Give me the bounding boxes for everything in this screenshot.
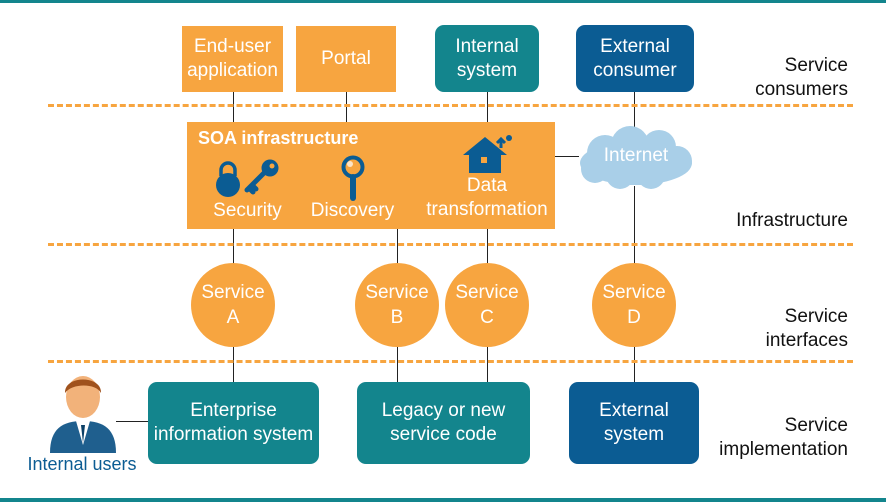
portal-box: Portal [296,26,396,92]
service-c-line1: Service [455,282,519,303]
security-label: Security [213,200,282,221]
legacy-service-code-box: Legacy or new service code [357,382,530,464]
connector-external-internet [634,92,635,132]
connector-servicec-legacy [487,347,488,383]
connector-enduser-infra [233,92,234,122]
layer-interfaces-line1: Service [784,306,848,327]
lock-icon [216,161,240,197]
connector-internal-infra [487,92,488,122]
end-user-application-box: End-user application [182,26,283,92]
external-consumer-line2: consumer [593,59,677,81]
soa-infrastructure-title: SOA infrastructure [198,128,359,148]
service-c-line2: C [480,307,494,328]
top-border [0,0,886,3]
connector-portal-infra [346,92,347,122]
soa-infrastructure-box [187,122,555,229]
enterprise-information-system-box: Enterprise information system [148,382,319,464]
layer-interfaces-line2: interfaces [765,330,848,351]
data-transformation-line2: transformation [426,199,548,220]
service-c-circle: Service C [445,263,529,347]
service-d-line2: D [627,307,641,328]
internal-system-line2: system [456,59,518,81]
service-d-line1: Service [602,282,666,303]
end-user-app-line1: End-user [193,36,272,57]
layer-consumers-line1: Service [784,55,848,76]
internal-users-label: Internal users [27,454,137,474]
connector-serviceb-legacy [397,347,398,383]
connector-infra-serviceb [397,229,398,265]
legacy-line1: Legacy or new [381,400,506,421]
enterprise-line2: information system [153,424,314,445]
connector-users-enterprise [116,421,148,422]
portal-label: Portal [321,48,371,69]
layer-implementation-line2: implementation [719,439,848,460]
magnifier-icon [341,155,365,201]
end-user-app-line2: application [187,60,278,81]
service-b-circle: Service B [355,263,439,347]
layer-label-infrastructure: Infrastructure [736,210,848,231]
service-b-line2: B [390,307,404,328]
external-system-line2: system [603,424,665,445]
internal-system-box: Internal system [435,25,539,92]
connector-internet-serviced [634,186,635,264]
legacy-line2: service code [390,424,497,445]
data-transformation-label: Data transformation [417,174,557,222]
service-a-line1: Service [201,282,265,303]
data-transformation-line1: Data [466,175,508,196]
internal-system-line1: Internal [455,35,519,57]
connector-infra-servicea [233,229,234,265]
separator-interfaces [48,360,853,363]
enterprise-line1: Enterprise [190,400,277,421]
cloud-icon [580,126,692,189]
separator-infrastructure [48,243,853,246]
discovery-label: Discovery [310,200,395,221]
bottom-border [0,498,886,502]
internet-label: Internet [603,145,669,166]
lock-key-icons [216,159,279,197]
layer-label-interfaces: Service interfaces [700,305,848,353]
connector-infra-servicec [487,229,488,265]
connector-servicea-enterprise [233,347,234,383]
external-consumer-box: External consumer [576,25,694,92]
layer-consumers-line2: consumers [755,79,848,100]
user-avatar-icon [50,376,116,453]
layer-label-implementation: Service implementation [690,414,848,462]
separator-consumers [48,104,853,107]
service-a-circle: Service A [191,263,275,347]
service-d-circle: Service D [592,263,676,347]
connector-infra-internet [555,156,579,157]
external-system-line1: External [599,400,669,421]
layer-implementation-line1: Service [784,415,848,436]
external-consumer-line1: External [600,35,670,57]
external-system-box: External system [569,382,699,464]
service-b-line1: Service [365,282,429,303]
key-icon [244,159,279,195]
service-a-line2: A [226,307,240,328]
layer-label-consumers: Service consumers [700,54,848,102]
connector-serviced-external [634,347,635,383]
house-icon [463,135,512,173]
